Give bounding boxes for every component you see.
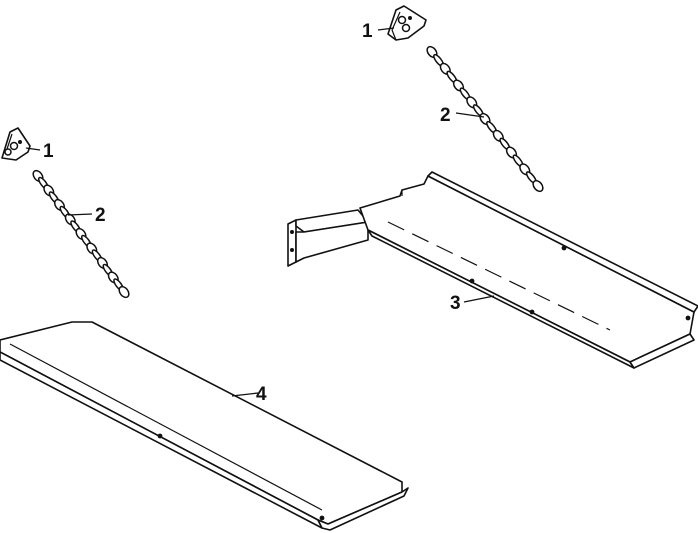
chain-right (426, 45, 544, 193)
callout-leader-1-right (377, 27, 395, 31)
chain-link (118, 285, 130, 299)
bracket-left (1, 127, 31, 161)
ramp-lower (0, 321, 409, 531)
callout-leader-3 (463, 295, 495, 303)
chain-left (32, 169, 130, 299)
callout-leader-1-left (25, 147, 41, 151)
callout-leader-2-left (67, 213, 93, 216)
callout-1-left: 1 (43, 141, 54, 162)
callout-leader-2-right (455, 112, 485, 118)
callout-leader-4 (231, 392, 259, 397)
bracket-right (387, 5, 427, 41)
chain-link (532, 179, 544, 193)
callout-2-left: 2 (95, 205, 106, 226)
callout-3: 3 (450, 293, 461, 314)
callout-4: 4 (256, 384, 267, 405)
callout-1-right: 1 (362, 21, 373, 42)
callout-2-right: 2 (440, 105, 451, 126)
ramp-upper (287, 171, 698, 369)
